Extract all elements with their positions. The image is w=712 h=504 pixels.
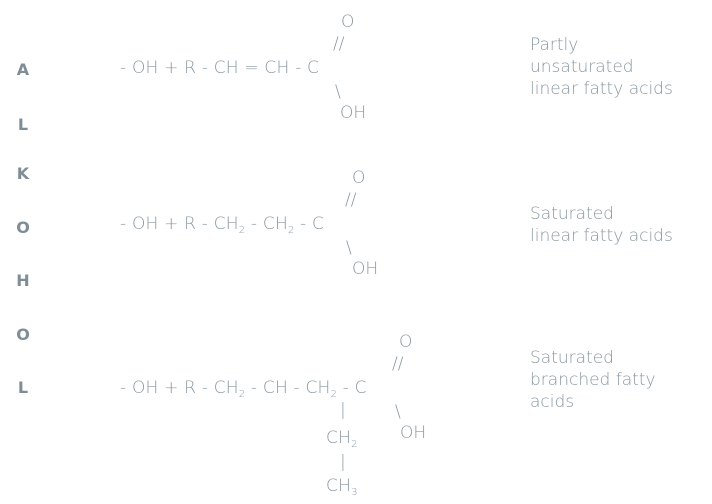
carbonyl-oxygen: O	[399, 332, 413, 352]
carbonyl-oxygen: O	[352, 168, 366, 188]
description-line: Saturated	[530, 204, 614, 224]
chain-text: -	[294, 214, 313, 234]
branch-text: CH	[326, 476, 352, 496]
description-line: acids	[530, 392, 575, 412]
branch-group: CH2	[326, 428, 358, 450]
side-letter: O	[16, 325, 30, 344]
description-line: linear fatty acids	[530, 226, 673, 246]
description-line: Partly	[530, 35, 579, 55]
branch-text: CH	[326, 428, 352, 448]
single-bond: \	[395, 402, 401, 422]
chain-text: -	[337, 378, 355, 398]
chain-text: - OH + R - CH = CH -	[120, 58, 308, 78]
subscript: 2	[238, 225, 246, 236]
side-letter: O	[16, 218, 30, 237]
hydroxyl-group: OH	[352, 259, 379, 279]
subscript: 3	[351, 487, 358, 498]
subscript: 2	[238, 389, 246, 400]
description-line: branched fatty	[530, 370, 656, 390]
carboxyl-carbon: C	[354, 378, 367, 398]
chain-text: - OH + R - CH	[120, 378, 239, 398]
single-bond: \	[346, 238, 352, 258]
reaction-description: Partly unsaturated linear fatty acids	[530, 34, 710, 100]
side-letter: K	[16, 164, 30, 183]
chemical-chain: - OH + R - CH2 - CH - CH2 - C	[120, 378, 367, 400]
reaction-description: Saturated linear fatty acids	[530, 203, 710, 247]
carbonyl-oxygen: O	[341, 12, 355, 32]
branch-bond: |	[340, 452, 346, 472]
subscript: 2	[351, 439, 358, 450]
chain-text: - OH + R - CH	[120, 214, 239, 234]
branch-group: CH3	[326, 476, 358, 498]
double-bond: //	[392, 354, 404, 374]
side-letter: H	[16, 271, 30, 290]
subscript: 2	[287, 225, 295, 236]
subscript: 2	[330, 389, 338, 400]
side-letter: A	[16, 60, 30, 79]
carboxyl-carbon: C	[307, 58, 320, 78]
double-bond: //	[345, 190, 357, 210]
side-letter: L	[17, 378, 29, 397]
chain-text: - CH	[245, 214, 288, 234]
carboxyl-carbon: C	[312, 214, 325, 234]
branch-bond: |	[340, 400, 346, 420]
chemical-chain: - OH + R - CH2 - CH2 - C	[120, 214, 324, 236]
single-bond: \	[335, 82, 341, 102]
reaction-description: Saturated branched fatty acids	[530, 347, 710, 413]
chemical-chain: - OH + R - CH = CH - C	[120, 58, 319, 78]
side-letter: L	[17, 115, 29, 134]
hydroxyl-group: OH	[400, 423, 427, 443]
hydroxyl-group: OH	[340, 103, 367, 123]
double-bond: //	[333, 34, 345, 54]
description-line: Saturated	[530, 348, 614, 368]
description-line: unsaturated	[530, 57, 634, 77]
chain-text: - CH - CH	[245, 378, 331, 398]
description-line: linear fatty acids	[530, 79, 673, 99]
